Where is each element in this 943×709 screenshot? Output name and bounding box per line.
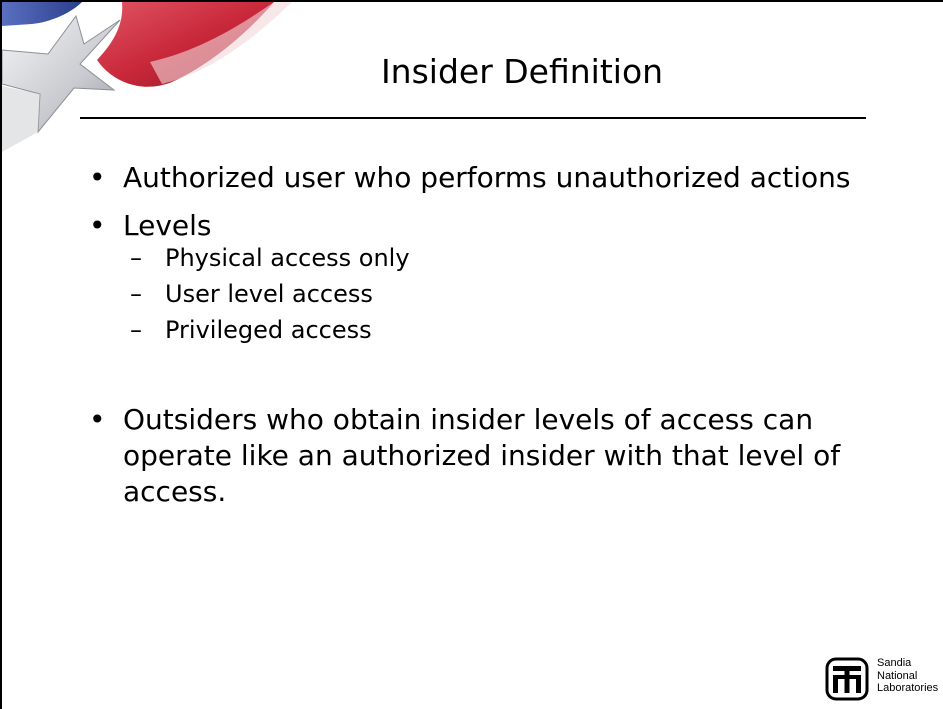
- logo-text: Sandia National Laboratories: [877, 657, 938, 695]
- bullet-text: Outsiders who obtain insider levels of a…: [123, 403, 841, 508]
- logo-line: Laboratories: [877, 682, 939, 694]
- sub-bullet-glyph: –: [130, 316, 142, 344]
- flag-white-stripe: [150, 2, 292, 84]
- bullet-item: • Levels: [87, 208, 877, 244]
- flag-red-stripe: [97, 2, 274, 87]
- sub-bullet-text: Privileged access: [165, 316, 372, 344]
- bullet-item: • Authorized user who performs unauthori…: [87, 160, 877, 196]
- bullet-glyph: •: [89, 161, 106, 194]
- texas-flag-star-graphic: [2, 2, 292, 152]
- title-divider: [80, 117, 866, 119]
- sub-bullet-text: User level access: [165, 280, 373, 308]
- bullet-item: • Outsiders who obtain insider levels of…: [87, 402, 877, 510]
- sub-bullet-item: – User level access: [87, 276, 877, 312]
- bullet-list: • Authorized user who performs unauthori…: [87, 160, 877, 522]
- sandia-thunderbird-icon: [825, 657, 869, 701]
- bullet-glyph: •: [89, 209, 106, 242]
- slide-title: Insider Definition: [380, 52, 664, 91]
- star-icon: [2, 14, 121, 134]
- bullet-text: Levels: [123, 209, 212, 242]
- sub-bullet-list: – Physical access only – User level acce…: [87, 240, 877, 348]
- sub-bullet-item: – Privileged access: [87, 312, 877, 348]
- bullet-glyph: •: [89, 403, 106, 436]
- sub-bullet-glyph: –: [130, 280, 142, 308]
- logo-line: Sandia: [877, 657, 912, 669]
- sub-bullet-item: – Physical access only: [87, 240, 877, 276]
- logo-line: National: [877, 669, 918, 682]
- star-shadow: [2, 86, 40, 152]
- flag-blue-field: [2, 2, 82, 26]
- bullet-text: Authorized user who performs unauthorize…: [123, 161, 851, 194]
- sub-bullet-glyph: –: [130, 244, 142, 272]
- sandia-logo: Sandia National Laboratories: [825, 657, 943, 709]
- sub-bullet-text: Physical access only: [165, 244, 410, 272]
